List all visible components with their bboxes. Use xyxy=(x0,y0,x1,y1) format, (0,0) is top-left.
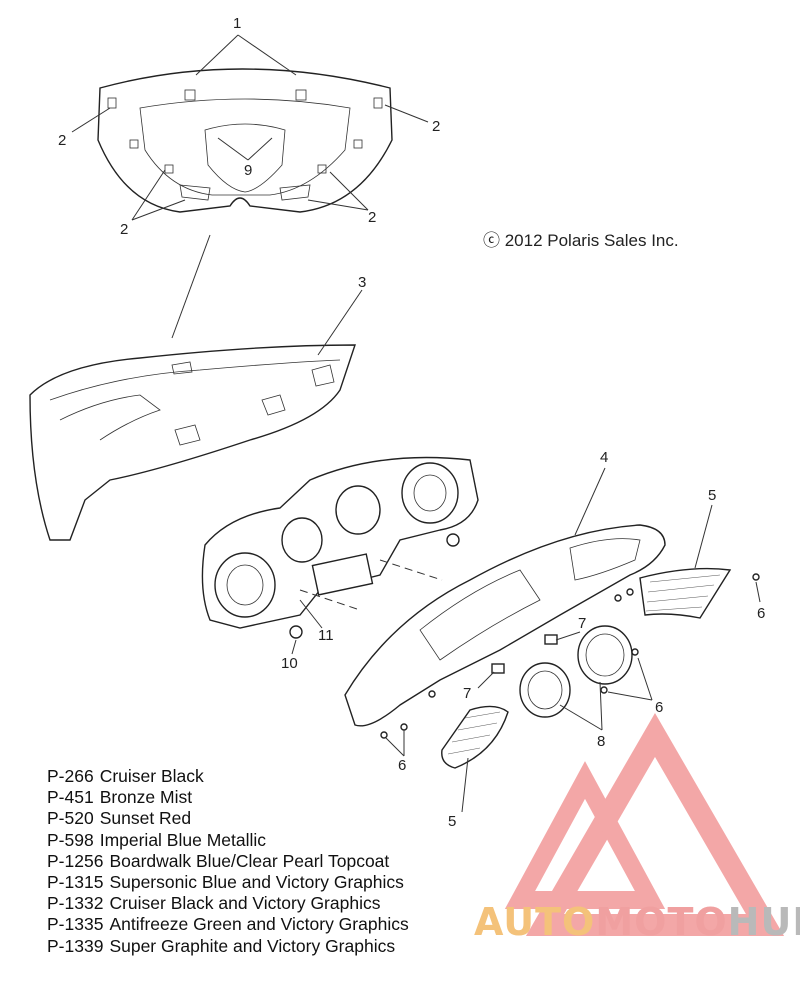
callout-6-right: 6 xyxy=(757,605,765,622)
callout-7-upper: 7 xyxy=(578,615,586,632)
callout-6-left: 6 xyxy=(398,757,406,774)
outer-fairing xyxy=(97,68,393,213)
paint-name: Antifreeze Green and Victory Graphics xyxy=(109,914,409,935)
callout-2-right: 2 xyxy=(432,118,440,135)
paint-code: P-266 xyxy=(47,766,94,786)
callout-2-bottom-left: 2 xyxy=(120,221,128,238)
paint-code: P-598 xyxy=(47,829,94,850)
callout-5-upper: 5 xyxy=(708,487,716,504)
paint-code: P-451 xyxy=(47,787,94,808)
paint-name: Bronze Mist xyxy=(99,787,193,808)
copyright-notice: ⓒ 2012 Polaris Sales Inc. xyxy=(483,231,679,250)
speaker-grille-upper xyxy=(639,567,732,619)
callout-2-left: 2 xyxy=(58,132,66,149)
paint-code: P-1256 xyxy=(47,850,104,871)
watermark-part-moto: MOTO xyxy=(595,900,728,944)
screws xyxy=(380,573,760,739)
watermark-logo xyxy=(504,713,785,936)
callout-7-lower: 7 xyxy=(463,685,471,702)
paint-name: Boardwalk Blue/Clear Pearl Topcoat xyxy=(109,850,390,871)
paint-name: Imperial Blue Metallic xyxy=(99,829,267,850)
callout-2-bottom-right: 2 xyxy=(368,209,376,226)
paint-name: Supersonic Blue and Victory Graphics xyxy=(109,872,404,893)
callout-4: 4 xyxy=(600,449,608,466)
paint-name: Cruiser Black and Victory Graphics xyxy=(109,893,381,914)
callout-9: 9 xyxy=(244,162,252,179)
callout-1: 1 xyxy=(233,15,241,32)
paint-name: Sunset Red xyxy=(99,808,192,829)
paint-code: P-1339 xyxy=(47,935,104,956)
paint-code: P-520 xyxy=(47,808,94,829)
dash-panel xyxy=(344,524,666,727)
paint-name: Cruiser Black xyxy=(99,766,204,786)
inner-fairing-assembly xyxy=(201,456,479,639)
callout-8: 8 xyxy=(597,733,605,750)
paint-code: P-1315 xyxy=(47,872,104,893)
alignment-lines xyxy=(171,234,443,611)
watermark-part-auto: AUTO xyxy=(474,900,596,944)
gauge-rings xyxy=(519,625,633,718)
speaker-grille-lower xyxy=(441,705,509,769)
leader-lines xyxy=(71,34,761,813)
paint-code: P-1335 xyxy=(47,914,104,935)
callout-5-lower: 5 xyxy=(448,813,456,830)
paint-code: P-1332 xyxy=(47,893,104,914)
paint-name: Super Graphite and Victory Graphics xyxy=(109,935,396,956)
callout-labels: 1 2 2 2 2 9 3 4 5 5 6 6 6 7 7 8 10 11 xyxy=(58,15,765,830)
callout-10: 10 xyxy=(281,655,298,672)
callout-3: 3 xyxy=(358,274,366,291)
watermark-text: AUTOMOTOHUB xyxy=(474,900,800,944)
fairing-housing xyxy=(29,344,356,541)
watermark-part-hub: HUB xyxy=(727,900,800,944)
callout-11: 11 xyxy=(318,627,334,644)
callout-6-middle: 6 xyxy=(655,699,663,716)
